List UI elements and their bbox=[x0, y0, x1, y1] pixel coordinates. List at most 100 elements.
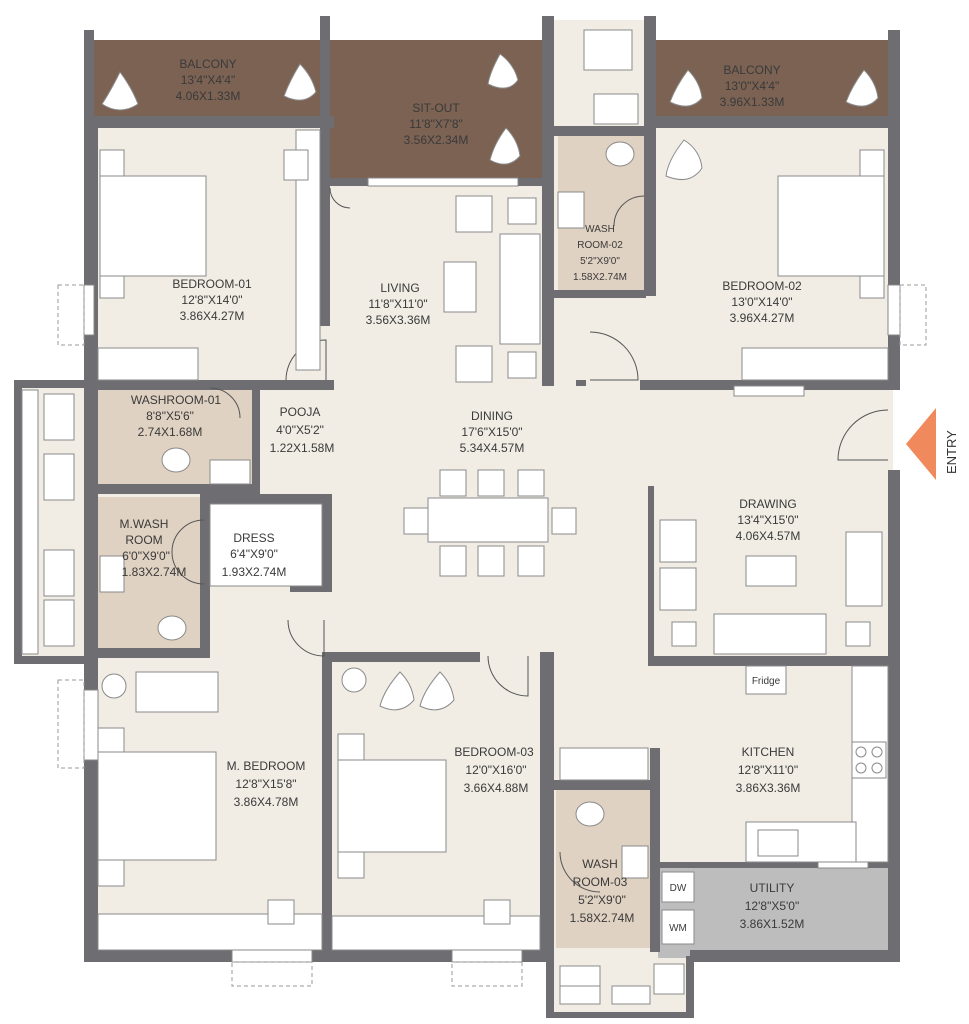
balcony-2-name: BALCONY bbox=[723, 63, 780, 77]
sitout-chair bbox=[487, 53, 519, 89]
toilet bbox=[157, 615, 187, 641]
wash-03-name-2: ROOM-03 bbox=[573, 875, 628, 889]
wash-02-name-1: WASH bbox=[585, 224, 615, 235]
door-bedroom-02 bbox=[589, 331, 639, 381]
toilet bbox=[605, 141, 635, 167]
bed bbox=[97, 751, 217, 861]
washroom-01-dim-ft: 8'8"X5'6" bbox=[146, 409, 194, 423]
entry-label: ENTRY bbox=[944, 430, 959, 474]
window-bedroom-01 bbox=[83, 284, 95, 336]
window-bedroom-02 bbox=[887, 284, 901, 336]
pooja-name: POOJA bbox=[280, 405, 321, 419]
wash-03-dim-ft: 5'2"X9'0" bbox=[578, 893, 626, 907]
window-mbedroom-bottom bbox=[231, 949, 313, 963]
door-entry bbox=[837, 409, 889, 461]
window-mbedroom-side bbox=[83, 689, 99, 761]
balcony-chair bbox=[283, 63, 317, 101]
dress-name: DRESS bbox=[233, 531, 274, 545]
sitout-name: SIT-OUT bbox=[412, 101, 460, 115]
door-sitout bbox=[329, 187, 351, 209]
wash-02-name-2: ROOM-02 bbox=[577, 240, 623, 251]
mwash-name-2: ROOM bbox=[125, 533, 162, 547]
living-dim-m: 3.56X3.36M bbox=[366, 313, 431, 327]
bedroom-02-chair bbox=[665, 139, 703, 181]
bedroom-03-dim-ft: 12'0"X16'0" bbox=[465, 763, 526, 777]
sitout-dim-m: 3.56X2.34M bbox=[404, 133, 469, 147]
wash-03-name-1: WASH bbox=[582, 857, 618, 871]
drawing-dim-ft: 13'4"X15'0" bbox=[737, 513, 798, 527]
bedroom-02-dim-m: 3.96X4.27M bbox=[730, 311, 795, 325]
balcony-1-dim-m: 4.06X1.33M bbox=[176, 89, 241, 103]
balcony-1-dim-ft: 13'4"X4'4" bbox=[181, 73, 235, 87]
fridge-label: Fridge bbox=[752, 676, 781, 687]
dw-label: DW bbox=[670, 883, 687, 894]
living-name: LIVING bbox=[380, 281, 419, 295]
window-living bbox=[367, 177, 519, 187]
dining-dim-m: 5.34X4.57M bbox=[460, 441, 525, 455]
desk bbox=[97, 347, 199, 381]
utility-dim-m: 3.86X1.52M bbox=[740, 917, 805, 931]
mbedroom-dim-m: 3.86X4.78M bbox=[234, 795, 299, 809]
window-kitchen bbox=[817, 861, 869, 869]
wm-label: WM bbox=[669, 923, 687, 934]
mbedroom-dim-ft: 12'8"X15'8" bbox=[235, 777, 296, 791]
bedroom-01-dim-m: 3.86X4.27M bbox=[180, 309, 245, 323]
wash-02-dim-m: 1.58X2.74M bbox=[573, 272, 627, 283]
coffee-table bbox=[443, 261, 477, 313]
utility-name: UTILITY bbox=[750, 881, 795, 895]
dining-name: DINING bbox=[471, 409, 513, 423]
drawing-dim-m: 4.06X4.57M bbox=[736, 529, 801, 543]
balcony-1-name: BALCONY bbox=[179, 57, 236, 71]
wash-03-dim-m: 1.58X2.74M bbox=[570, 911, 635, 925]
wash-02-dim-ft: 5'2"X9'0" bbox=[580, 256, 620, 267]
door-dress bbox=[287, 619, 325, 657]
drawing-name: DRAWING bbox=[739, 497, 797, 511]
balcony-chair bbox=[669, 69, 703, 107]
bedroom-03-name: BEDROOM-03 bbox=[454, 745, 534, 759]
toilet bbox=[575, 801, 605, 827]
floors bbox=[18, 20, 893, 1014]
pooja-dim-ft: 4'0"X5'2" bbox=[276, 423, 324, 437]
bedroom-01-name: BEDROOM-01 bbox=[172, 277, 252, 291]
bed bbox=[337, 759, 447, 853]
door-wash-03 bbox=[559, 851, 601, 893]
sofa bbox=[499, 233, 541, 345]
washroom-01-name: WASHROOM-01 bbox=[131, 393, 222, 407]
dress-dim-ft: 6'4"X9'0" bbox=[230, 547, 278, 561]
door-bedroom-03 bbox=[487, 655, 529, 697]
door-wash-02 bbox=[613, 195, 645, 227]
sitout-chair bbox=[489, 127, 521, 165]
hob bbox=[851, 741, 887, 779]
kitchen-dim-m: 3.86X3.36M bbox=[736, 781, 801, 795]
mwash-dim-m: 1.83X2.74M bbox=[122, 565, 187, 579]
mwash-name-1: M.WASH bbox=[120, 517, 169, 531]
dress-dim-m: 1.93X2.74M bbox=[222, 565, 287, 579]
bedroom-02-name: BEDROOM-02 bbox=[722, 279, 802, 293]
bedroom-03-dim-m: 3.66X4.88M bbox=[464, 781, 529, 795]
balcony-chair bbox=[101, 71, 139, 111]
sofa bbox=[713, 613, 827, 655]
kitchen-dim-ft: 12'8"X11'0" bbox=[738, 763, 798, 777]
entry-arrow bbox=[906, 408, 936, 480]
dining-dim-ft: 17'6"X15'0" bbox=[461, 425, 522, 439]
living-dim-ft: 11'8"X11'0" bbox=[368, 297, 427, 311]
bed bbox=[99, 175, 207, 277]
dw-box bbox=[661, 871, 695, 903]
balcony-chair bbox=[845, 69, 879, 107]
doors bbox=[171, 187, 889, 893]
bed bbox=[777, 175, 885, 277]
window-bays bbox=[57, 284, 927, 987]
kitchen-name: KITCHEN bbox=[742, 745, 795, 759]
mwash-dim-ft: 6'0"X9'0" bbox=[122, 549, 170, 563]
utility-dim-ft: 12'8"X5'0" bbox=[745, 899, 799, 913]
desk bbox=[741, 347, 889, 381]
sitout-dim-ft: 11'8"X7'8" bbox=[409, 117, 463, 131]
door-washroom-01 bbox=[209, 387, 241, 419]
wm-box bbox=[661, 909, 695, 945]
center-table bbox=[745, 555, 797, 587]
mbedroom-name: M. BEDROOM bbox=[227, 759, 306, 773]
windows bbox=[83, 177, 901, 963]
furniture bbox=[21, 29, 889, 1005]
washroom-01-dim-m: 2.74X1.68M bbox=[138, 425, 203, 439]
